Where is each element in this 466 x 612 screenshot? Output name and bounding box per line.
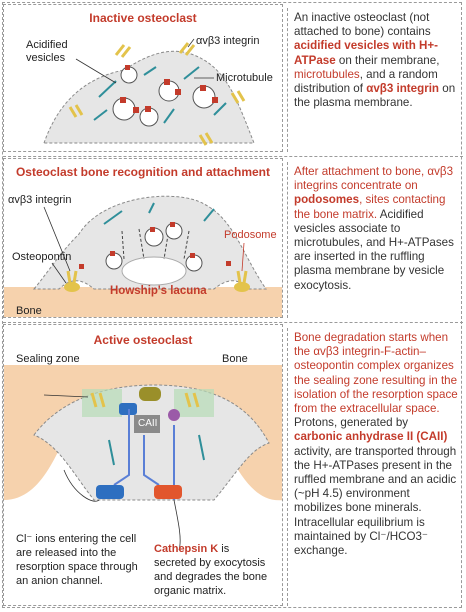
lacuna-label: Howship's lacuna [110, 285, 207, 297]
chloride-line-3: resorption space through [16, 561, 138, 573]
chloride-line-4: an anion channel. [16, 575, 103, 587]
panel-inactive-image: Inactive osteoclast [3, 4, 283, 152]
integrin-icon [68, 42, 246, 146]
inactive-osteoclast-drawing [43, 38, 255, 146]
bone-label: Bone [222, 353, 248, 365]
panel3-title: Active osteoclast [93, 333, 193, 347]
panel1-title: Inactive osteoclast [89, 11, 197, 25]
bone-label: Bone [16, 305, 42, 317]
active-osteoclast-drawing [4, 365, 282, 551]
chloride-line-1: Cl⁻ ions entering the cell [16, 533, 137, 545]
integrin-label: αvβ3 integrin [196, 35, 260, 47]
bone-area [4, 287, 282, 317]
caii-label: CAII [138, 418, 158, 429]
osteopontin-label: Osteopontin [12, 251, 72, 263]
acidified-label: Acidified [26, 39, 68, 51]
panel1-text: An inactive osteoclast (not attached to … [287, 8, 463, 152]
divider [3, 322, 463, 323]
panel2-title: Osteoclast bone recognition and attachme… [15, 165, 271, 179]
cathepsin-line-3: and degrades the bone [154, 571, 268, 583]
integrin-label: αvβ3 integrin [8, 194, 72, 206]
microtubule [98, 80, 117, 98]
panel-active-image: Active osteoclast Sealing zone Bone CAII… [3, 324, 283, 606]
anion-channel [96, 485, 124, 499]
cathepsin-line-4: organic matrix. [154, 585, 227, 597]
caii-enzyme [139, 387, 161, 401]
figure-frame [2, 2, 462, 608]
cathepsin-line-2: secreted by exocytosis [154, 557, 266, 569]
cathepsin-line-1: Cathepsin K is [154, 543, 230, 555]
chloride-line-2: are released into the [16, 547, 117, 559]
panel-attachment-image: Osteoclast bone recognition and attachme… [3, 158, 283, 318]
divider [3, 156, 463, 157]
panel2-text: After attachment to bone, αvβ3 integrins… [287, 162, 463, 318]
panel3-text: Bone degradation starts when the αvβ3 in… [287, 328, 463, 606]
vesicles-label: vesicles [26, 52, 66, 64]
podosome-label: Podosome [224, 229, 277, 241]
sealing-zone-label: Sealing zone [16, 353, 80, 365]
microtubule-label: Microtubule [216, 72, 273, 84]
attachment-drawing [4, 195, 282, 317]
